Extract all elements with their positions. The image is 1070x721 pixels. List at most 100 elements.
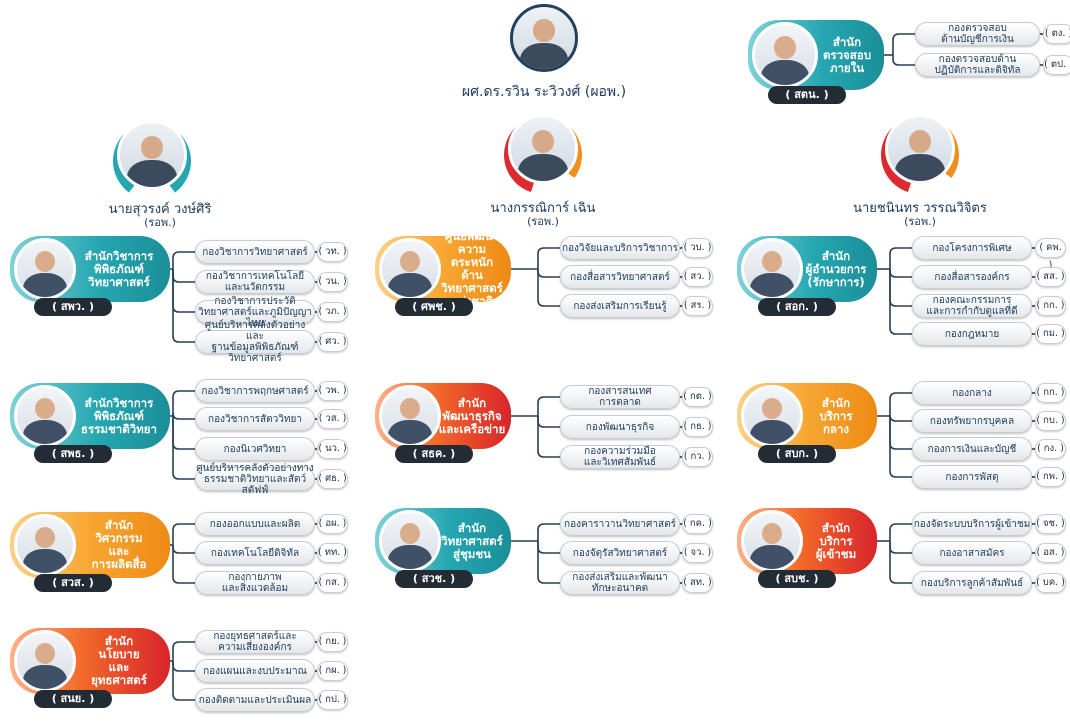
division-item: กองสารสนเทศ การตลาด( กต. ) xyxy=(560,385,713,409)
division-item: กองอาสาสมัคร( อส. ) xyxy=(912,541,1066,565)
division-item: กองส่งเสริมการเรียนรู้( สร. ) xyxy=(560,294,713,318)
division-name: ศูนย์บริหารคลังตัวอย่างและ ฐานข้อมูลพิพิ… xyxy=(195,320,315,364)
division-name: กองติดตามและประเมินผล xyxy=(195,688,315,712)
division-item: ศูนย์บริหารคลังตัวอย่างและ ฐานข้อมูลพิพิ… xyxy=(195,320,348,364)
division-item: กองติดตามและประเมินผล( กป. ) xyxy=(195,688,348,712)
connector-branch xyxy=(537,247,560,269)
division-name: กองเทคโนโลยีดิจิทัล xyxy=(195,541,315,565)
division-item: กองจัดระบบบริการผู้เข้าชม( จช. ) xyxy=(912,512,1066,536)
division-code: ( กผ. ) xyxy=(317,661,348,681)
division-name: กองการพัสดุ xyxy=(912,465,1032,489)
division-name: กองแผนและงบประมาณ xyxy=(195,659,315,683)
division-item: กองวิชาการวิทยาศาสตร์( วท. ) xyxy=(195,240,348,264)
division-item: กองความร่วมมือ และวิเทศสัมพันธ์( กว. ) xyxy=(560,445,713,469)
division-name: กองวิจัยและบริการวิชาการ xyxy=(560,236,680,260)
division-code: ( อผ. ) xyxy=(317,514,348,534)
unit-abbreviation: ( สบช. ) xyxy=(758,570,836,588)
division-code: ( กป. ) xyxy=(317,690,348,710)
connector-branch xyxy=(537,523,560,541)
division-item: กองโครงการพิเศษ( คพ. ) xyxy=(912,236,1066,271)
unit-abbreviation: ( สธค. ) xyxy=(395,445,473,463)
division-name: กองออกแบบและผลิต xyxy=(195,512,315,536)
unit-label: สำนัก ตรวจสอบ ภายใน xyxy=(822,34,872,75)
unit-label: สำนัก วิศวกรรม และ การผลิตสื่อ xyxy=(91,518,147,571)
division-name: กองกายภาพ และสิ่งแวดล้อม xyxy=(195,571,315,595)
division-name: กองสื่อสารวิทยาศาสตร์ xyxy=(560,265,680,289)
division-name: กองการเงินและบัญชี xyxy=(912,437,1032,461)
unit-3: สำนักวิชาการ พิพิธภัณฑ์ ธรรมชาติวิทยา( ส… xyxy=(10,383,190,469)
division-item: กองวิชาการพฤกษศาสตร์( วพ. ) xyxy=(195,379,348,403)
deputy-2-name: นางกรรณิการ์ เฉิน xyxy=(490,201,596,216)
unit-abbreviation: ( สอก. ) xyxy=(758,298,836,316)
division-item: กองส่งเสริมและพัฒนา ทักษะอนาคต( สท. ) xyxy=(560,571,713,595)
division-name: กองวิชาการสัตววิทยา xyxy=(195,407,315,431)
division-name: กองจัดระบบบริการผู้เข้าชม xyxy=(912,512,1032,536)
unit-abbreviation: ( ศพช. ) xyxy=(395,298,473,316)
unit-label: สำนัก บริการ ผู้เข้าชม xyxy=(815,520,857,561)
division-code: ( กว. ) xyxy=(682,447,713,467)
division-item: กองเทคโนโลยีดิจิทัล( ทท. ) xyxy=(195,541,348,565)
division-item: กองกลาง( กก. ) xyxy=(912,381,1066,405)
division-code: ( กพ. ) xyxy=(1035,467,1066,487)
division-code: ( กก. ) xyxy=(1035,383,1066,403)
director-photo xyxy=(510,4,578,72)
division-code: ( คพ. ) xyxy=(1035,238,1066,271)
division-code: ( วท. ) xyxy=(317,242,348,262)
unit-head-photo xyxy=(14,514,76,576)
unit-head-photo xyxy=(741,510,803,572)
unit-label: สำนัก นโยบาย และ ยุทธศาสตร์ xyxy=(91,634,147,687)
unit-head-photo xyxy=(379,238,441,300)
division-code: ( กค. ) xyxy=(682,514,713,534)
deputy-2: นางกรรณิการ์ เฉิน (รอพ.) xyxy=(478,114,608,228)
unit-label: สำนัก บริการ กลาง xyxy=(819,395,853,436)
division-code: ( กง. ) xyxy=(1035,439,1066,459)
unit-label: สำนักวิชาการ พิพิธภัณฑ์ ธรรมชาติวิทยา xyxy=(81,395,157,436)
division-code: ( วส. ) xyxy=(317,409,348,429)
deputy-2-photo xyxy=(508,114,578,184)
unit-1: สำนัก ตรวจสอบ ภายใน( สตน. ) xyxy=(748,20,904,110)
division-item: กองคณะกรรมการ และการกำกับดูแลที่ดี( กก. … xyxy=(912,294,1066,318)
deputy-2-role: (รอพ.) xyxy=(527,215,559,228)
deputy-3-name: นายชนินทร วรรณวิจิตร xyxy=(853,201,987,216)
division-code: ( กม. ) xyxy=(1035,324,1066,344)
unit-10: สำนัก บริการ กลาง( สบก. ) xyxy=(737,383,897,469)
division-item: กองนิเวศวิทยา( นว. ) xyxy=(195,437,348,461)
division-name: กองตรวจสอบด้าน ปฏิบัติการและดิจิทัล xyxy=(915,53,1040,77)
unit-5: สำนัก นโยบาย และ ยุทธศาสตร์( สนย. ) xyxy=(10,628,190,714)
division-item: กองออกแบบและผลิต( อผ. ) xyxy=(195,512,348,536)
division-name: กองสารสนเทศ การตลาด xyxy=(560,385,680,409)
division-code: ( กส. ) xyxy=(317,573,348,593)
division-code: ( สว. ) xyxy=(682,267,713,287)
division-item: กองสื่อสารวิทยาศาสตร์( สว. ) xyxy=(560,265,713,289)
deputy-1: นายสุวรงค์ วงษ์ศิริ (รอพ.) xyxy=(95,118,225,229)
deputy-1-photo xyxy=(117,120,187,190)
division-name: กองทรัพยากรบุคคล xyxy=(912,409,1032,433)
division-item: กองกฎหมาย( กม. ) xyxy=(912,322,1066,346)
connector-branch xyxy=(537,416,560,428)
deputy-3-role: (รอพ.) xyxy=(904,215,936,228)
division-name: กองอาสาสมัคร xyxy=(912,541,1032,565)
division-name: กองคาราวานวิทยาศาสตร์ xyxy=(560,512,680,536)
director: ผศ.ดร.รวิน ระวิวงศ์ (ผอพ.) xyxy=(462,4,626,104)
unit-4: สำนัก วิศวกรรม และ การผลิตสื่อ( สวส. ) xyxy=(10,512,190,598)
division-item: กองทรัพยากรบุคคล( กบ. ) xyxy=(912,409,1066,433)
division-code: ( ตป. ) xyxy=(1043,55,1070,75)
division-code: ( กต. ) xyxy=(682,387,713,407)
division-item: กองวิจัยและบริการวิชาการ( วบ. ) xyxy=(560,236,713,260)
division-name: กองพัฒนาธุรกิจ xyxy=(560,415,680,439)
division-name: กองคณะกรรมการ และการกำกับดูแลที่ดี xyxy=(912,294,1032,318)
unit-9: สำนัก ผู้อำนวยการ (รักษาการ)( สอก. ) xyxy=(737,236,897,322)
director-name: ผศ.ดร.รวิน ระวิวงศ์ (ผอพ.) xyxy=(461,84,627,100)
division-item: กองแผนและงบประมาณ( กผ. ) xyxy=(195,659,348,683)
division-code: ( กย. ) xyxy=(317,632,348,652)
division-code: ( บค. ) xyxy=(1035,573,1066,593)
deputy-1-name: นายสุวรงค์ วงษ์ศิริ xyxy=(108,202,212,217)
division-item: ศูนย์บริหารคลังตัวอย่างทาง ธรรมชาติวิทยา… xyxy=(195,463,348,496)
division-code: ( วภ. ) xyxy=(317,302,348,322)
division-item: กองการเงินและบัญชี( กง. ) xyxy=(912,437,1066,461)
division-name: กองวิชาการวิทยาศาสตร์ xyxy=(195,240,315,264)
division-code: ( อส. ) xyxy=(1035,543,1066,563)
division-item: กองสื่อสารองค์กร( สส. ) xyxy=(912,265,1066,289)
division-item: กองยุทธศาสตร์และ ความเสี่ยงองค์กร( กย. ) xyxy=(195,630,348,654)
